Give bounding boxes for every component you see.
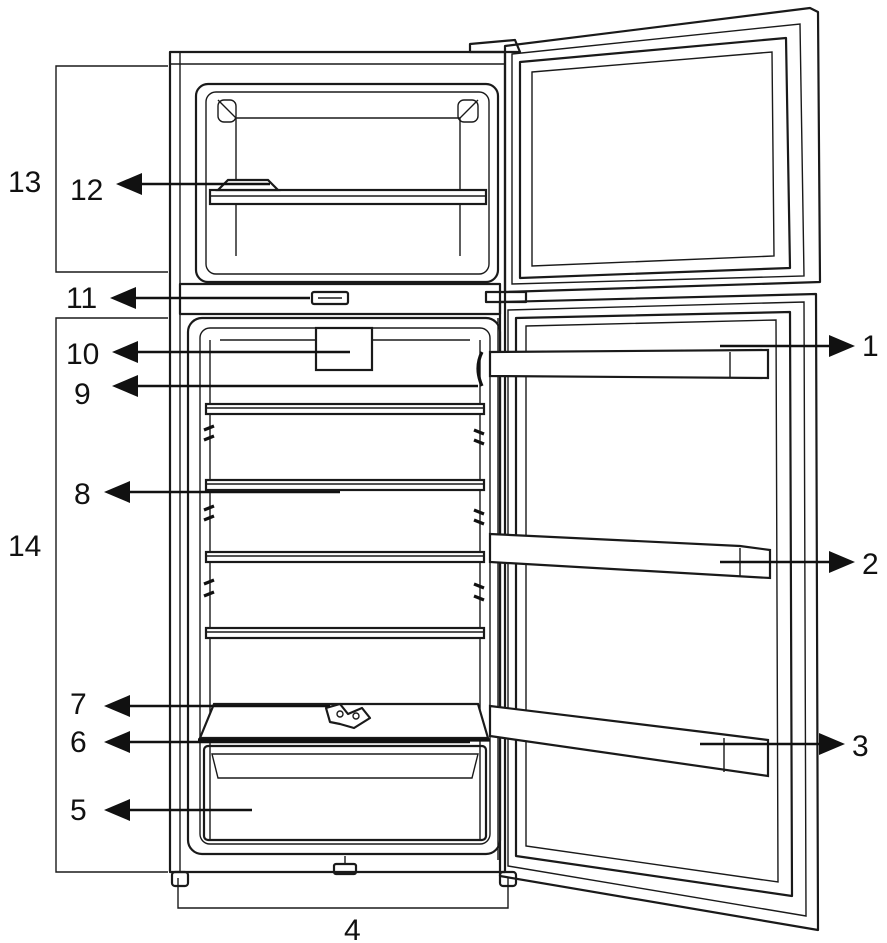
arrow-2	[720, 551, 855, 573]
control-panel	[310, 290, 528, 306]
thermostat-knob	[476, 351, 484, 387]
label-7: 7	[70, 688, 87, 721]
bracket-feet	[177, 878, 509, 909]
arrow-3	[700, 733, 845, 755]
label-5: 5	[70, 794, 87, 827]
door-bin-top	[488, 348, 770, 380]
arrow-10	[112, 341, 350, 363]
callout-arrows	[104, 173, 855, 821]
label-14: 14	[8, 530, 41, 563]
label-13: 13	[8, 166, 41, 199]
interior-light	[314, 326, 374, 372]
bracket-fridge	[55, 317, 168, 873]
shelf-supports	[203, 424, 485, 602]
arrow-8	[104, 481, 340, 503]
arrow-1	[720, 335, 855, 357]
label-1: 1	[862, 330, 879, 363]
crisper-drawer	[202, 744, 488, 842]
glass-shelves	[204, 402, 486, 640]
freezer-compartment	[194, 82, 500, 284]
label-10: 10	[66, 338, 99, 371]
door-bin-bottom	[488, 704, 770, 778]
label-3: 3	[852, 730, 869, 763]
crisper-cover	[198, 702, 490, 742]
arrow-7	[104, 695, 330, 717]
cabinet	[168, 38, 522, 874]
arrow-12	[116, 173, 270, 195]
label-8: 8	[74, 478, 91, 511]
arrow-11	[110, 287, 310, 309]
arrow-6	[104, 731, 470, 753]
fridge-door	[497, 292, 820, 932]
freezer-door	[503, 6, 822, 294]
fridge-compartment	[186, 316, 502, 856]
label-11: 11	[66, 282, 97, 315]
egg-tray	[324, 702, 372, 730]
door-bin-middle	[488, 532, 772, 580]
bracket-freezer	[55, 65, 168, 273]
label-6: 6	[70, 726, 87, 759]
label-9: 9	[74, 378, 91, 411]
arrow-5	[104, 799, 252, 821]
arrow-9	[112, 375, 478, 397]
freezer-shelf	[208, 188, 488, 206]
label-4: 4	[344, 914, 361, 943]
label-12: 12	[70, 174, 103, 207]
label-2: 2	[862, 548, 879, 581]
